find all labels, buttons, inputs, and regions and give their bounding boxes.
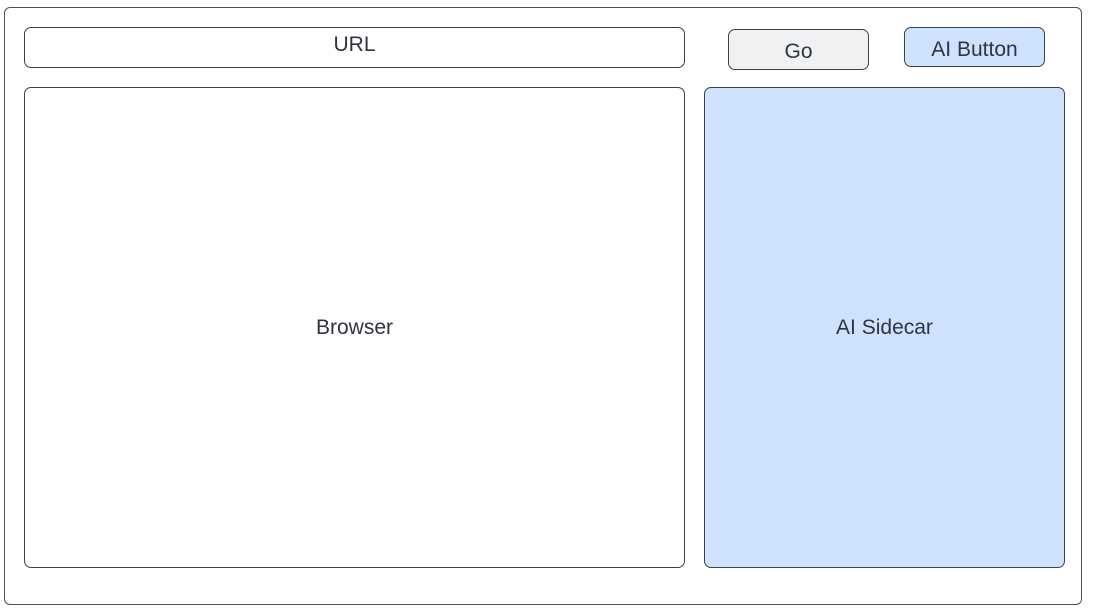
go-button[interactable]: Go [728,29,869,70]
browser-pane-label: Browser [315,316,394,339]
ai-button[interactable]: AI Button [904,27,1045,67]
ai-button-label: AI Button [931,37,1018,61]
go-button-label: Go [784,40,813,63]
ai-sidecar-pane-label: AI Sidecar [836,316,933,339]
url-input[interactable]: URL [24,27,685,68]
ai-sidecar-pane[interactable]: AI Sidecar [704,87,1065,568]
url-label: URL [333,33,376,56]
browser-pane[interactable]: Browser [24,87,685,568]
